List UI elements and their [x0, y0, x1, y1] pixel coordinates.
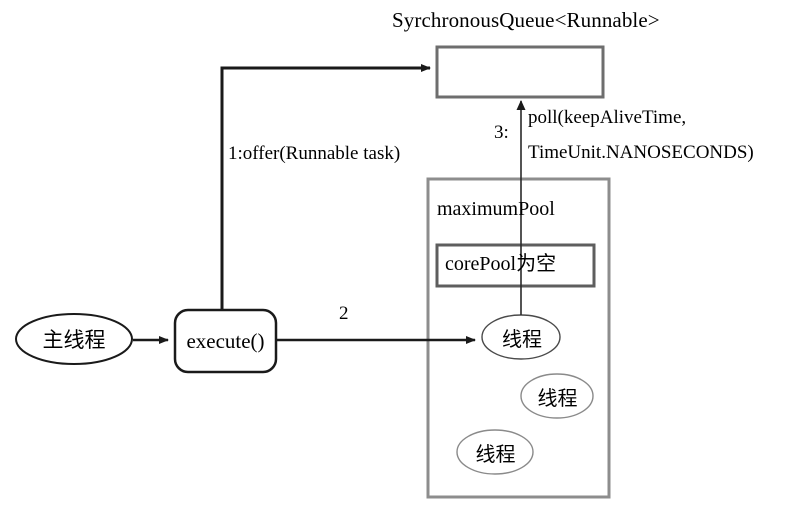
thread-ellipse-3 [456, 429, 534, 475]
poll-edge-label-line1: poll(keepAliveTime, [528, 107, 687, 128]
synchronous-queue-title: SyrchronousQueue<Runnable> [392, 8, 660, 32]
poll-edge-label-line2: TimeUnit.NANOSECONDS) [528, 142, 754, 163]
thread-label-3: 线程 [475, 444, 516, 466]
execute-label: execute() [186, 328, 265, 353]
maximum-pool-label: maximumPool [437, 198, 555, 220]
poll-step-index: 3: [494, 122, 509, 143]
thread-label-1: 线程 [502, 328, 542, 351]
offer-arrow [220, 64, 431, 310]
synchronous-queue-box [435, 45, 605, 99]
main-thread-label: 主线程 [42, 328, 106, 352]
core-pool-box [435, 243, 596, 288]
core-pool-label: corePool为空 [445, 253, 557, 275]
offer-edge-label: 1:offer(Runnable task) [228, 143, 401, 164]
step2-edge-label: 2 [339, 303, 349, 324]
main-thread-ellipse [15, 313, 133, 365]
thread-ellipse-2 [520, 373, 594, 419]
thread-label-2: 线程 [537, 388, 578, 410]
